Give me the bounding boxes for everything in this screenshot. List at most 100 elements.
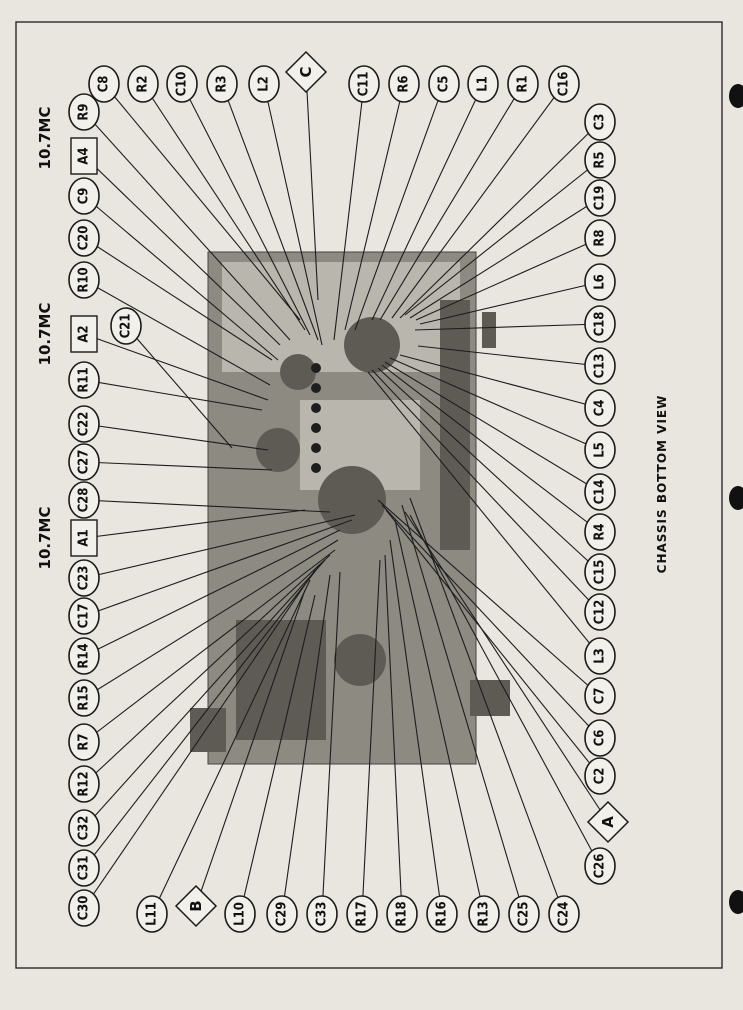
callout-l6: L6 xyxy=(584,263,616,301)
leader-line xyxy=(83,499,331,513)
leader-line xyxy=(419,281,601,325)
leader-line xyxy=(399,354,601,409)
callout-label: L6 xyxy=(593,274,608,290)
leader-line xyxy=(409,514,601,867)
callout-c15: C15 xyxy=(584,553,616,591)
leader-line xyxy=(83,529,341,657)
leader-line xyxy=(367,371,601,657)
callout-c33: C33 xyxy=(306,895,338,933)
leader-line xyxy=(83,514,356,579)
callout-c11: C11 xyxy=(348,65,380,103)
callout-c7: C7 xyxy=(584,677,616,715)
callout-label: A2 xyxy=(77,325,92,342)
leader-line xyxy=(83,279,271,386)
callout-label: A xyxy=(599,816,617,828)
callout-circle-shape xyxy=(68,889,100,927)
callout-l2: L2 xyxy=(248,65,280,103)
callout-circle-shape xyxy=(68,481,100,519)
callout-label: C27 xyxy=(77,450,92,475)
callout-c32: C32 xyxy=(68,809,100,847)
callout-label: R6 xyxy=(397,75,412,92)
callout-c27: C27 xyxy=(68,443,100,481)
callout-label: R13 xyxy=(477,901,492,926)
leader-line xyxy=(371,83,484,321)
chassis-caption: CHASSIS BOTTOM VIEW xyxy=(655,395,669,574)
leader-line xyxy=(401,504,525,915)
callout-label: C26 xyxy=(593,854,608,879)
callout-label: C23 xyxy=(77,566,92,591)
callout-circle-shape xyxy=(584,103,616,141)
callout-c25: C25 xyxy=(508,895,540,933)
callout-circle-shape xyxy=(206,65,238,103)
callout-label: R10 xyxy=(77,267,92,292)
leader-line xyxy=(83,509,306,539)
leader-line xyxy=(263,83,323,346)
callout-c8: C8 xyxy=(88,65,120,103)
leader-line xyxy=(83,237,273,361)
callout-c18: C18 xyxy=(584,305,616,343)
callout-c3: C3 xyxy=(584,103,616,141)
callout-label: R16 xyxy=(435,901,450,926)
leader-line xyxy=(415,237,601,321)
callout-label: R7 xyxy=(77,733,92,750)
callout-r6: R6 xyxy=(388,65,420,103)
callout-circle-shape xyxy=(306,895,338,933)
callout-label: C2 xyxy=(593,768,608,785)
callout-label: C xyxy=(297,66,315,77)
callout-label: R11 xyxy=(77,367,92,392)
mc-label: 10.7MC xyxy=(36,303,54,366)
callout-c5: C5 xyxy=(428,65,460,103)
callout-r18: R18 xyxy=(386,895,418,933)
callout-label: C11 xyxy=(357,72,372,97)
leader-line xyxy=(83,564,321,869)
callout-label: L1 xyxy=(476,76,491,92)
leader-line xyxy=(83,549,336,743)
callout-circle-shape xyxy=(68,405,100,443)
callout-label: C3 xyxy=(593,114,608,131)
leader-line xyxy=(103,83,301,321)
callout-circle-shape xyxy=(68,261,100,299)
callout-label: B xyxy=(187,900,205,911)
callout-label: R4 xyxy=(593,523,608,540)
leader-line xyxy=(379,83,524,321)
callout-label: C13 xyxy=(593,354,608,379)
callout-c28: C28 xyxy=(68,481,100,519)
callout-circle-shape xyxy=(584,637,616,675)
callout-circle-shape xyxy=(68,443,100,481)
callout-circle-shape xyxy=(584,593,616,631)
leader-line xyxy=(344,83,405,331)
callout-label: L3 xyxy=(593,648,608,664)
callout-label: C15 xyxy=(593,560,608,585)
callout-label: C7 xyxy=(593,688,608,705)
callout-circle-shape xyxy=(426,895,458,933)
leader-line xyxy=(377,499,601,697)
callout-label: R1 xyxy=(516,75,531,92)
callout-circle-shape xyxy=(428,65,460,103)
leader-line xyxy=(83,519,353,617)
callout-c20: C20 xyxy=(68,219,100,257)
callout-c30: C30 xyxy=(68,889,100,927)
leader-line xyxy=(381,364,601,533)
leader-line xyxy=(399,121,601,319)
leader-line xyxy=(305,71,319,301)
leader-line xyxy=(361,559,381,915)
callout-c4: C4 xyxy=(584,389,616,427)
callout-c16: C16 xyxy=(548,65,580,103)
callout-circle-shape xyxy=(584,473,616,511)
callout-label: C10 xyxy=(175,72,190,97)
callout-label: L5 xyxy=(593,442,608,458)
callout-circle-shape xyxy=(584,263,616,301)
leader-line xyxy=(83,554,331,785)
callout-r4: R4 xyxy=(584,513,616,551)
leader-line xyxy=(195,589,306,907)
callout-circle-shape xyxy=(548,895,580,933)
binder-hole xyxy=(729,486,743,510)
callout-label: C12 xyxy=(593,600,608,625)
callout-r15: R15 xyxy=(68,679,100,717)
callout-label: C25 xyxy=(517,902,532,927)
binder-hole xyxy=(729,890,743,914)
callout-r11: R11 xyxy=(68,361,100,399)
callout-c13: C13 xyxy=(584,347,616,385)
leader-line xyxy=(414,323,601,331)
